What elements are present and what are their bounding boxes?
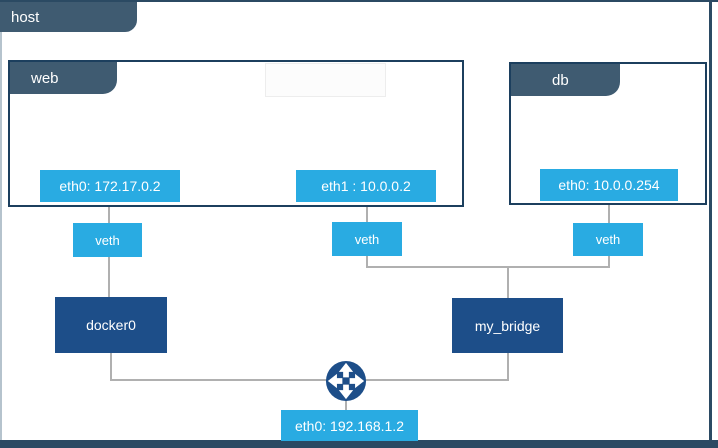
connector-line [110, 353, 112, 381]
veth-1: veth [73, 223, 142, 257]
host-label: host [11, 8, 40, 26]
bridge-docker0-label: docker0 [86, 317, 136, 333]
web-eth0-interface: eth0: 172.17.0.2 [40, 170, 180, 202]
connector-line [366, 266, 610, 268]
container-web-tab: web [10, 62, 117, 94]
host-eth0-interface: eth0: 192.168.1.2 [281, 410, 418, 441]
db-eth0-label: eth0: 10.0.0.254 [558, 177, 660, 193]
web-eth1-label: eth1 : 10.0.0.2 [321, 178, 411, 194]
host-frame-bottom-border [0, 440, 718, 448]
connector-line [608, 201, 610, 223]
connector-line [507, 268, 509, 298]
connector-line [110, 379, 509, 381]
router-icon [325, 360, 367, 402]
connector-line [108, 257, 110, 297]
bridge-docker0: docker0 [55, 297, 167, 353]
host-label-tab: host [0, 2, 137, 32]
web-eth1-interface: eth1 : 10.0.0.2 [296, 170, 436, 202]
connector-line [345, 398, 347, 410]
connector-line [366, 256, 368, 268]
veth-3-label: veth [595, 232, 621, 247]
host-eth0-label: eth0: 192.168.1.2 [295, 417, 404, 434]
connector-line [366, 202, 368, 222]
connector-line [108, 202, 110, 223]
veth-1-label: veth [95, 232, 120, 248]
connector-line [507, 353, 509, 379]
host-frame-top-border [0, 0, 718, 2]
container-web-label: web [31, 69, 59, 87]
container-db-label: db [552, 71, 569, 89]
host-frame-left-border [0, 2, 2, 440]
empty-placeholder-box [265, 63, 386, 97]
container-db-tab: db [511, 64, 620, 96]
router-icon-svg [325, 360, 367, 402]
veth-2-label: veth [354, 231, 380, 247]
connector-line [608, 256, 610, 268]
db-eth0-interface: eth0: 10.0.0.254 [540, 169, 678, 201]
host-frame-right-border [709, 0, 712, 440]
bridge-my-bridge-label: my_bridge [474, 317, 541, 334]
veth-3: veth [573, 223, 643, 256]
bridge-my-bridge: my_bridge [452, 298, 563, 353]
veth-2: veth [332, 222, 402, 256]
web-eth0-label: eth0: 172.17.0.2 [59, 178, 161, 194]
